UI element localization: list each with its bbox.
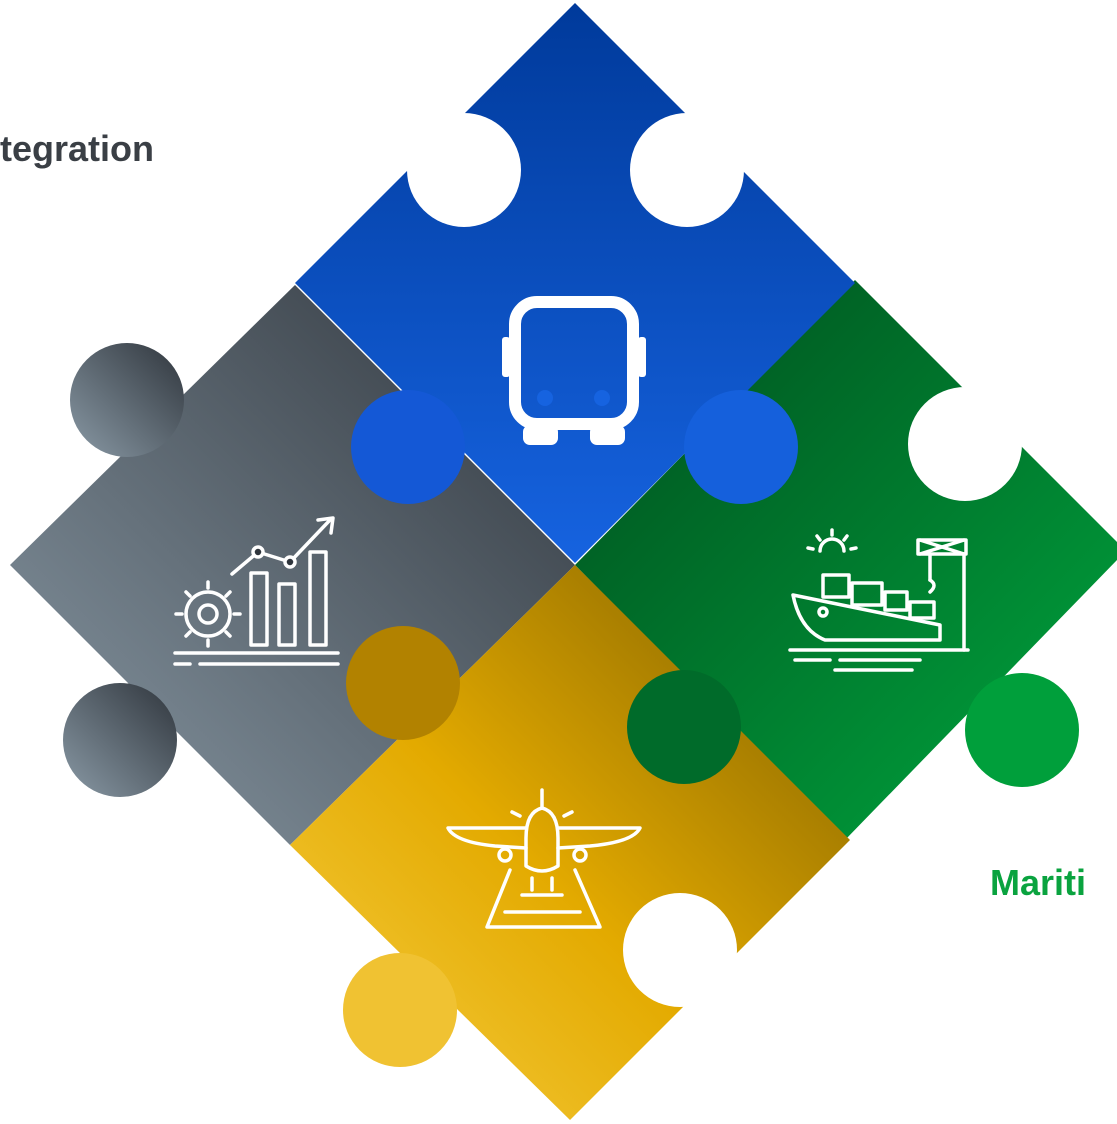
notch: [908, 387, 1022, 501]
bus-icon: [502, 296, 646, 445]
integration-label: tegration: [0, 128, 155, 169]
gear-chart-icon: [173, 516, 340, 666]
puzzle-piece-road: [295, 3, 855, 563]
maritime-label: Mariti: [990, 862, 1087, 903]
airplane-runway-icon: [446, 788, 642, 929]
puzzle-piece-aviation: [290, 565, 850, 1120]
cargo-ship-icon: [788, 528, 970, 672]
